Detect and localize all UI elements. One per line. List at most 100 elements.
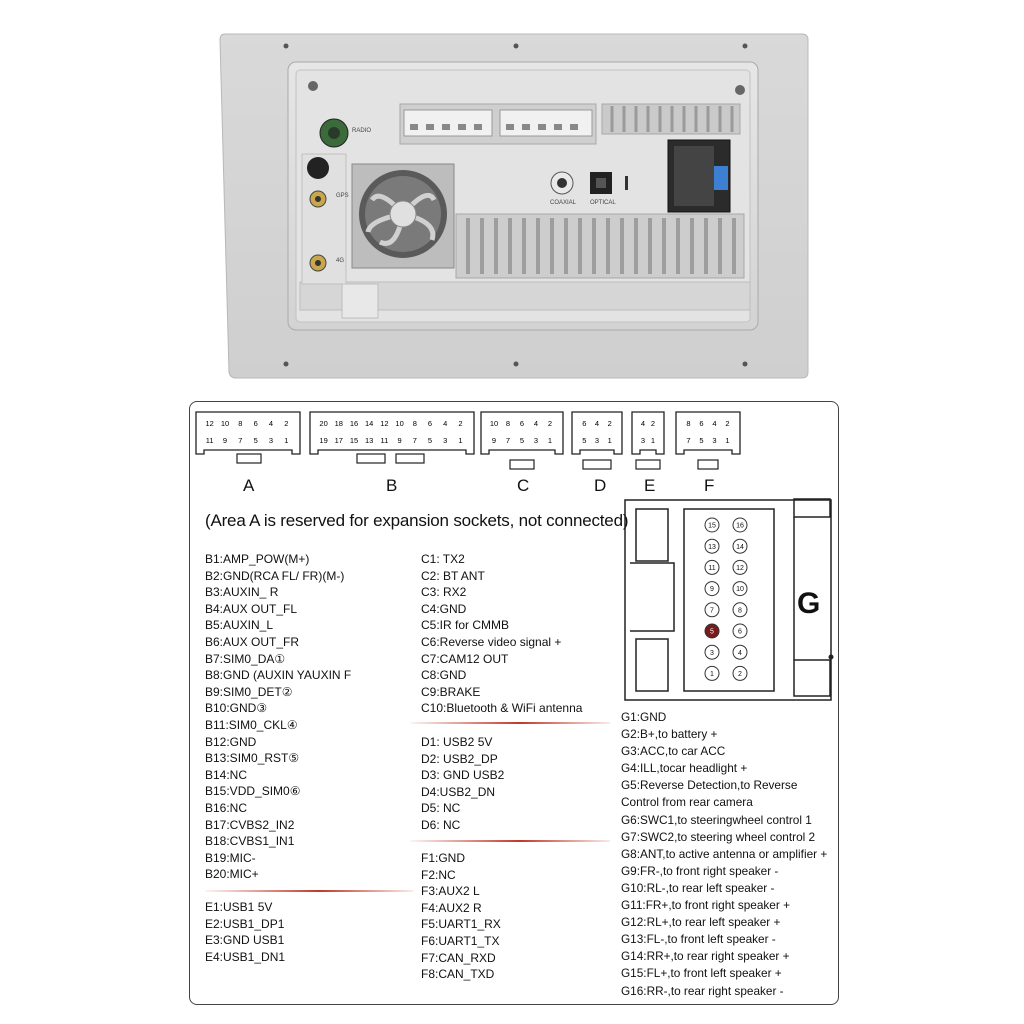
pin-number: 12 [380, 419, 388, 428]
wiring-diagram-frame [189, 401, 839, 1005]
g-pin-number: 2 [738, 671, 742, 678]
g-pin [732, 538, 748, 554]
d-pin-item: D3: GND USB2 [421, 768, 505, 783]
g-pin-number: 5 [710, 629, 714, 636]
pin-number: 3 [443, 436, 447, 445]
pin-number: 3 [712, 436, 716, 445]
head-unit-illustration [219, 33, 809, 379]
g-pin [732, 559, 748, 575]
g-pin-item: G13:FL-,to front left speaker - [621, 932, 776, 947]
pin-number: 1 [284, 436, 288, 445]
b-pin-item: B17:CVBS2_IN2 [205, 817, 295, 832]
e-pin-item: E3:GND USB1 [205, 933, 285, 948]
g-pin-number: 4 [738, 650, 742, 657]
wifi-4g-port-icon [307, 157, 329, 179]
g-pin-item: G7:SWC2,to steering wheel control 2 [621, 829, 816, 844]
b-pin-list: B1:AMP_POW(M+)B2:GND(RCA FL/ FR)(M-)B3:A… [205, 551, 351, 883]
pin-number: 1 [725, 436, 729, 445]
b-pin-item: B3:AUXIN_ R [205, 585, 279, 600]
g-pin-number: 14 [736, 544, 744, 551]
4g-label: 4G [336, 258, 345, 264]
b-pin-item: B11:SIM0_CKL④ [205, 717, 298, 732]
g-pin-item: G9:FR-,to front right speaker - [621, 863, 779, 878]
c-pin-item: C9:BRAKE [421, 684, 481, 699]
pin-number: 16 [350, 419, 358, 428]
pin-number: 5 [699, 436, 703, 445]
pin-number: 1 [608, 436, 612, 445]
f-pin-item: F6:UART1_TX [421, 933, 500, 948]
pin-number: 8 [413, 419, 417, 428]
b-pin-item: B19:MIC- [205, 850, 256, 865]
separator-line [410, 840, 610, 842]
g-pin [732, 602, 748, 618]
pin-number: 10 [395, 419, 403, 428]
b-pin-item: B13:SIM0_RST⑤ [205, 751, 300, 766]
pin-number: 4 [269, 419, 273, 428]
pin-number: 1 [458, 436, 462, 445]
f-pin-item: F8:CAN_TXD [421, 967, 495, 982]
b-pin-item: B12:GND [205, 734, 257, 749]
g-pin-number: 8 [738, 607, 742, 614]
area-a-note: (Area A is reserved for expansion socket… [205, 511, 629, 530]
pin-number: 14 [365, 419, 373, 428]
g-pin-number: 6 [738, 629, 742, 636]
pin-number: 2 [651, 419, 655, 428]
c-pin-item: C7:CAM12 OUT [421, 651, 509, 666]
pin-number: 1 [651, 436, 655, 445]
pin-number: 8 [238, 419, 242, 428]
pin-number: 6 [520, 419, 524, 428]
pin-number: 10 [490, 419, 498, 428]
pin-number: 19 [319, 436, 327, 445]
pin-number: 6 [699, 419, 703, 428]
d-pin-item: D1: USB2 5V [421, 735, 493, 749]
g-pin [704, 644, 720, 660]
g-pin-item: G16:RR-,to rear right speaker - [621, 983, 784, 998]
g-pin-item: G8:ANT,to active antenna or amplifier + [621, 846, 828, 861]
pin-number: 10 [221, 419, 229, 428]
c-pin-item: C10:Bluetooth & WiFi antenna [421, 701, 583, 716]
pin-number: 7 [413, 436, 417, 445]
pin-number: 2 [284, 419, 288, 428]
g-pin-item: G6:SWC1,to steeringwheel control 1 [621, 812, 812, 827]
d-pin-item: D6: NC [421, 817, 461, 832]
pin-number: 6 [582, 419, 586, 428]
g-pin [732, 581, 748, 597]
f-pin-item: F5:UART1_RX [421, 917, 501, 932]
g-pin [704, 517, 720, 533]
pin-number: 8 [686, 419, 690, 428]
g-pin-item: G11:FR+,to front right speaker + [621, 898, 790, 913]
connector-a-label: A [243, 476, 255, 495]
b-pin-item: B18:CVBS1_IN1 [205, 834, 295, 849]
pin-number: 18 [335, 419, 343, 428]
pin-number: 9 [398, 436, 402, 445]
pin-number: 11 [381, 436, 389, 445]
pin-number: 13 [365, 436, 373, 445]
optical-label: OPTICAL [590, 200, 616, 206]
g-pin-number: 11 [708, 565, 715, 572]
pin-number: 5 [254, 436, 258, 445]
pin-number: 3 [641, 436, 645, 445]
pin-number: 3 [595, 436, 599, 445]
e-pin-item: E1:USB1 5V [205, 900, 273, 914]
g-pin-item: G12:RL+,to rear left speaker + [621, 915, 781, 930]
gps-label: GPS [336, 193, 349, 199]
c-pin-item: C4:GND [421, 601, 467, 616]
coaxial-label: COAXIAL [550, 200, 577, 206]
pin-number: 4 [595, 419, 599, 428]
b-pin-item: B20:MIC+ [205, 867, 259, 882]
b-pin-item: B9:SIM0_DET② [205, 684, 293, 699]
pin-number: 12 [205, 419, 213, 428]
connector-b-label: B [386, 476, 398, 495]
b-pin-item: B4:AUX OUT_FL [205, 601, 298, 616]
b-pin-item: B10:GND③ [205, 701, 268, 716]
f-pin-item: F1:GND [421, 851, 466, 865]
g-pin-number: 15 [708, 523, 716, 530]
